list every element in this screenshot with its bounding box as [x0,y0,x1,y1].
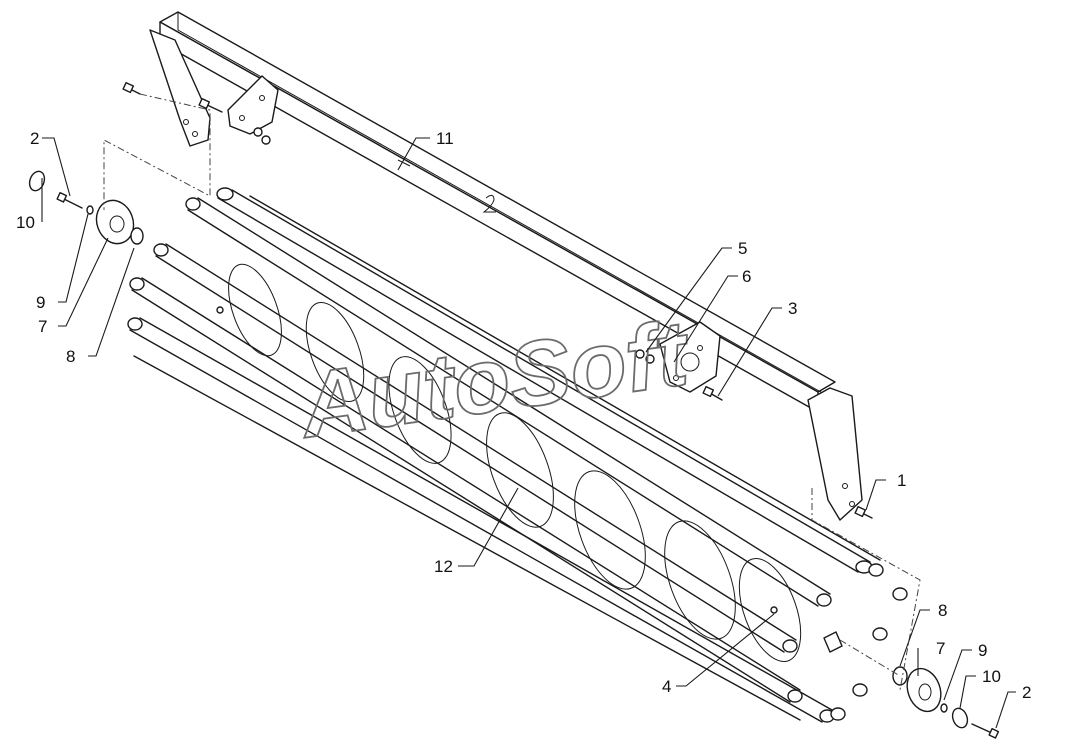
assembly-lines [103,93,921,691]
callout-10-right: 10 [982,667,1001,686]
callout-3: 3 [788,299,797,318]
callout-9-right: 9 [978,641,987,660]
frame-beam [149,11,863,521]
callout-12: 12 [434,557,453,576]
callout-2-left: 2 [30,129,39,148]
callout-6: 6 [742,267,751,286]
leader-lines [41,137,1016,729]
callout-labels: 1 2 2 3 4 5 6 7 7 8 8 9 9 10 10 11 12 [16,129,1031,702]
callout-8-right: 8 [938,601,947,620]
callout-7-right: 7 [936,639,945,658]
callout-8-left: 8 [66,347,75,366]
callout-11: 11 [436,129,454,148]
callout-7-left: 7 [38,317,47,336]
fasteners [122,81,873,519]
callout-10-left: 10 [16,213,35,232]
right-end-parts [892,666,1000,739]
callout-2-right: 2 [1022,683,1031,702]
callout-9-left: 9 [36,293,45,312]
roller-assembly [127,187,908,723]
callout-5: 5 [738,239,747,258]
watermark-text: AutoSoft [293,302,697,458]
callout-4: 4 [662,677,671,696]
callout-1: 1 [897,471,906,490]
left-end-parts [28,170,144,245]
